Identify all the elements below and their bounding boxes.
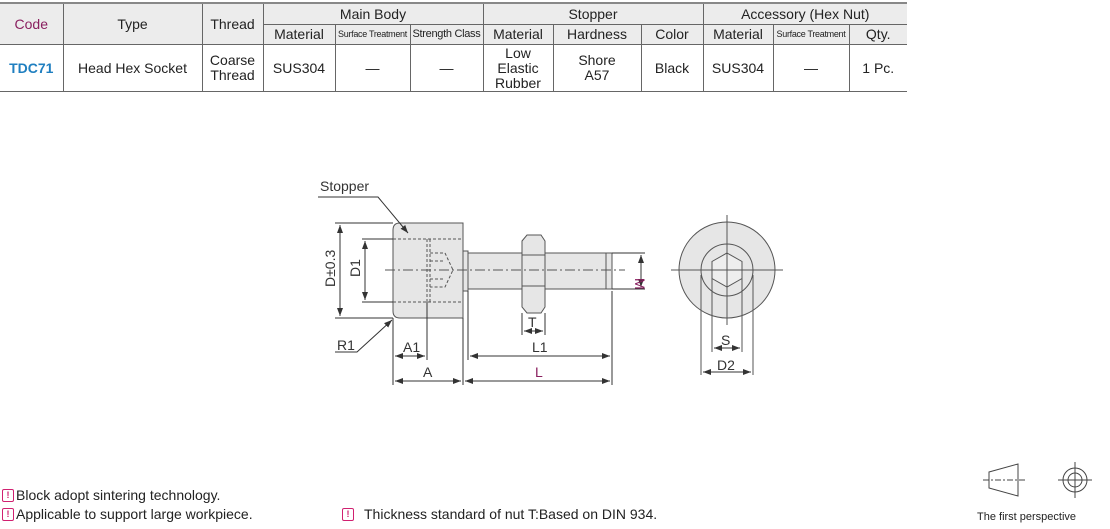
sub-header: Material [702, 24, 773, 45]
warning-icon: ! [342, 507, 354, 521]
cell-st-material: Low Elastic Rubber [482, 44, 553, 92]
note-1: !Block adopt sintering technology. [2, 487, 220, 503]
note-2: !Applicable to support large workpiece. [2, 506, 253, 522]
cell-acc-material: SUS304 [702, 44, 773, 92]
cell-thread: Coarse Thread [201, 44, 263, 92]
note-text: Block adopt sintering technology. [16, 487, 221, 503]
note-3: ! Thickness standard of nut T:Based on DI… [342, 506, 657, 522]
cell-st-hardness: Shore A57 [552, 44, 641, 92]
perspective-label: The first perspective [977, 511, 1077, 523]
sub-header: Color [640, 24, 703, 45]
cell-acc-surface: — [772, 44, 849, 92]
spec-table: Code Type Thread Main Body Stopper Acces… [0, 2, 907, 92]
cell-code: TDC71 [0, 44, 63, 92]
label-d2: D2 [717, 357, 735, 373]
sub-header: Hardness [552, 24, 641, 45]
header-stopper: Stopper [482, 3, 703, 25]
label-d: D±0.3 [322, 250, 338, 287]
label-stopper: Stopper [320, 178, 369, 194]
warning-icon: ! [2, 507, 14, 521]
header-accessory: Accessory (Hex Nut) [702, 3, 907, 25]
cell-mb-material: SUS304 [262, 44, 335, 92]
label-m: M [632, 278, 648, 290]
cell-mb-surface: — [334, 44, 410, 92]
label-d1: D1 [347, 259, 363, 277]
end-view [671, 215, 783, 375]
sub-header: Surface Treatment [772, 24, 849, 45]
header-main-body: Main Body [262, 3, 483, 25]
label-a: A [423, 364, 433, 380]
sub-header: Qty. [848, 24, 907, 45]
first-angle-projection-icon [983, 462, 1092, 498]
table-row: TDC71 Head Hex Socket Coarse Thread SUS3… [0, 44, 907, 92]
sub-header: Material [262, 24, 335, 45]
sub-header: Material [482, 24, 553, 45]
label-r1: R1 [337, 337, 355, 353]
label-l: L [535, 364, 543, 380]
label-t: T [528, 314, 537, 330]
cell-mb-strength: — [409, 44, 483, 92]
note-text: Thickness standard of nut T:Based on DIN… [364, 506, 658, 522]
hex-nut [521, 234, 546, 314]
cell-acc-qty: 1 Pc. [848, 44, 907, 92]
header-code: Code [0, 3, 63, 45]
label-a1: A1 [403, 339, 420, 355]
sub-header: Strength Class [409, 24, 483, 45]
sub-header: Surface Treatment [334, 24, 410, 45]
header-thread: Thread [201, 3, 263, 45]
cell-type: Head Hex Socket [62, 44, 202, 92]
note-text: Applicable to support large workpiece. [16, 506, 253, 522]
header-type: Type [62, 3, 202, 45]
label-l1: L1 [532, 339, 548, 355]
cell-st-color: Black [640, 44, 703, 92]
warning-icon: ! [2, 488, 14, 502]
label-s: S [721, 332, 730, 348]
